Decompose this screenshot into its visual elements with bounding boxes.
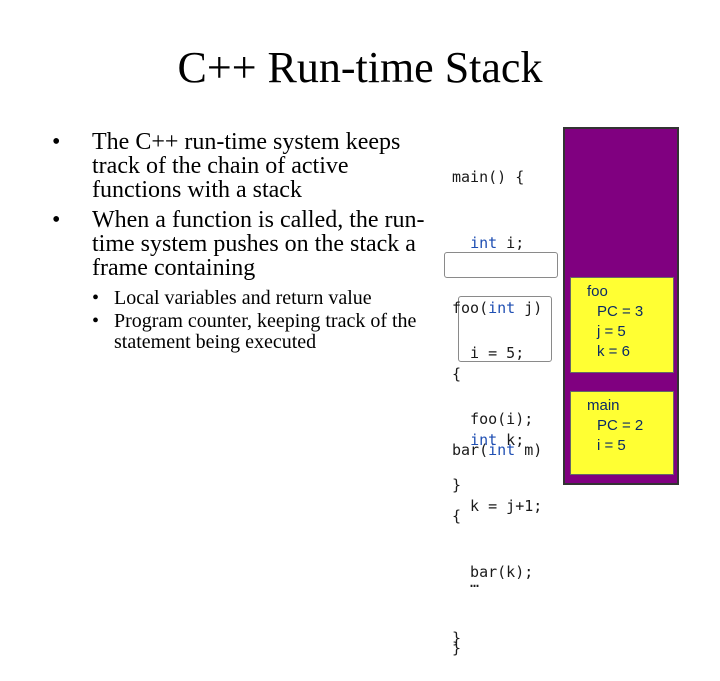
- code-line: }: [452, 476, 462, 494]
- sub-bullet-item: • Program counter, keeping track of the …: [92, 311, 442, 353]
- stack-frame-main: main PC = 2 i = 5: [570, 391, 674, 475]
- sub-bullet-text: Local variables and return value: [114, 287, 372, 309]
- bullet-dot-icon: •: [92, 310, 100, 332]
- frame-line: k = 6: [597, 343, 630, 360]
- frame-line: PC = 3: [597, 303, 644, 320]
- frame-name: main: [587, 397, 620, 414]
- bullet-dot-icon: •: [92, 287, 100, 309]
- bullet-item: • The C++ run-time system keeps track of…: [52, 130, 442, 202]
- frame-name: foo: [587, 283, 608, 300]
- stack-frame-foo: foo PC = 3 j = 5 k = 6: [570, 277, 674, 373]
- code-line: int i;: [470, 234, 525, 252]
- code-line: int k;: [470, 431, 525, 449]
- code-bar: bar(int m) { … }: [452, 395, 542, 681]
- foo-body-box: [458, 296, 552, 362]
- bullet-text: When a function is called, the run-time …: [92, 207, 425, 281]
- bullet-dot-icon: •: [52, 129, 61, 155]
- bullet-text: The C++ run-time system keeps track of t…: [92, 129, 401, 203]
- sub-bullet-item: • Local variables and return value: [92, 288, 442, 309]
- code-line: bar(int m): [452, 441, 543, 459]
- code-line: {: [452, 507, 462, 525]
- bullet-item: • When a function is called, the run-tim…: [52, 208, 442, 353]
- sub-bullet-list: • Local variables and return value • Pro…: [92, 288, 442, 353]
- code-line: {: [452, 365, 462, 383]
- run-time-stack: foo PC = 3 j = 5 k = 6 main PC = 2 i = 5: [563, 127, 679, 485]
- code-line: foo(i);: [452, 410, 534, 428]
- slide-title: C++ Run-time Stack: [177, 43, 543, 92]
- frame-line: PC = 2: [597, 417, 644, 434]
- code-main: main() { int i; i = 5; foo(i); }: [452, 122, 533, 518]
- sub-bullet-text: Program counter, keeping track of the st…: [114, 310, 417, 353]
- code-line: main() {: [452, 168, 525, 186]
- foo-signature-box: [444, 252, 558, 278]
- code-line: k = j+1;: [452, 497, 543, 515]
- bullet-dot-icon: •: [52, 207, 61, 233]
- frame-line: i = 5: [597, 437, 626, 454]
- code-line: …: [452, 573, 480, 591]
- frame-line: j = 5: [597, 323, 626, 340]
- code-line: i = 5;: [452, 344, 525, 362]
- code-line: }: [452, 639, 462, 657]
- code-line: foo(int j): [452, 299, 543, 317]
- bullet-list: • The C++ run-time system keeps track of…: [52, 130, 442, 359]
